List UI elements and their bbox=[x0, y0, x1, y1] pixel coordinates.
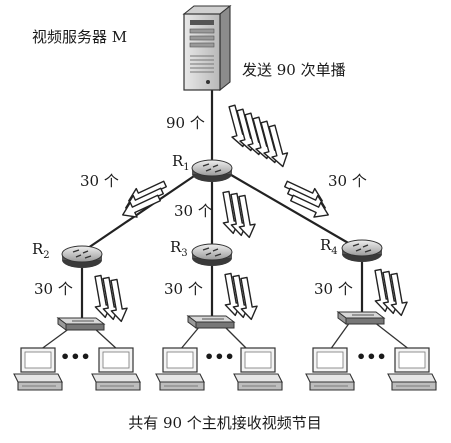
count-r1-r2: 30 个 bbox=[80, 172, 119, 190]
count-r1-r4: 30 个 bbox=[328, 172, 367, 190]
switch-icon bbox=[57, 317, 105, 331]
unicast-arrows-icon bbox=[223, 103, 292, 170]
server-label: 视频服务器 M bbox=[32, 28, 127, 46]
computer-icon bbox=[155, 347, 205, 391]
count-r1-r3: 30 个 bbox=[174, 202, 213, 220]
host-ellipsis: ••• bbox=[204, 347, 235, 366]
server-tower-icon bbox=[182, 4, 232, 92]
switch-host-links bbox=[39, 321, 411, 351]
router-icon bbox=[61, 245, 103, 269]
computer-icon bbox=[387, 347, 437, 391]
switch-icon bbox=[187, 315, 235, 329]
switch-icon bbox=[337, 311, 385, 325]
link-r1-r2 bbox=[87, 171, 201, 249]
host-ellipsis: ••• bbox=[60, 347, 91, 366]
host-ellipsis: ••• bbox=[356, 347, 387, 366]
unicast-arrows-icon bbox=[217, 189, 258, 240]
count-server-r1: 90 个 bbox=[166, 114, 205, 132]
computer-icon bbox=[305, 347, 355, 391]
router-icon bbox=[191, 159, 233, 183]
unicast-arrows-icon bbox=[219, 271, 260, 322]
router-label-r1: R1 bbox=[172, 152, 190, 173]
router-label-r3: R3 bbox=[170, 238, 188, 259]
link-r1-r4 bbox=[225, 171, 351, 245]
count-r2-hosts: 30 个 bbox=[34, 280, 73, 298]
router-label-r2: R2 bbox=[32, 240, 50, 261]
router-label-r4: R4 bbox=[320, 236, 338, 257]
count-r4-hosts: 30 个 bbox=[314, 280, 353, 298]
unicast-arrows-icon bbox=[369, 267, 410, 318]
computer-icon bbox=[13, 347, 63, 391]
server-unicast-note: 发送 90 次单播 bbox=[242, 61, 346, 79]
router-icon bbox=[341, 239, 383, 263]
unicast-arrows-icon bbox=[89, 273, 130, 324]
diagram-caption: 共有 90 个主机接收视频节目 bbox=[128, 414, 322, 432]
computer-icon bbox=[91, 347, 141, 391]
count-r3-hosts: 30 个 bbox=[164, 280, 203, 298]
network-links bbox=[80, 90, 364, 318]
computer-icon bbox=[233, 347, 283, 391]
unicast-arrows-icon bbox=[281, 176, 333, 223]
router-icon bbox=[191, 243, 233, 267]
